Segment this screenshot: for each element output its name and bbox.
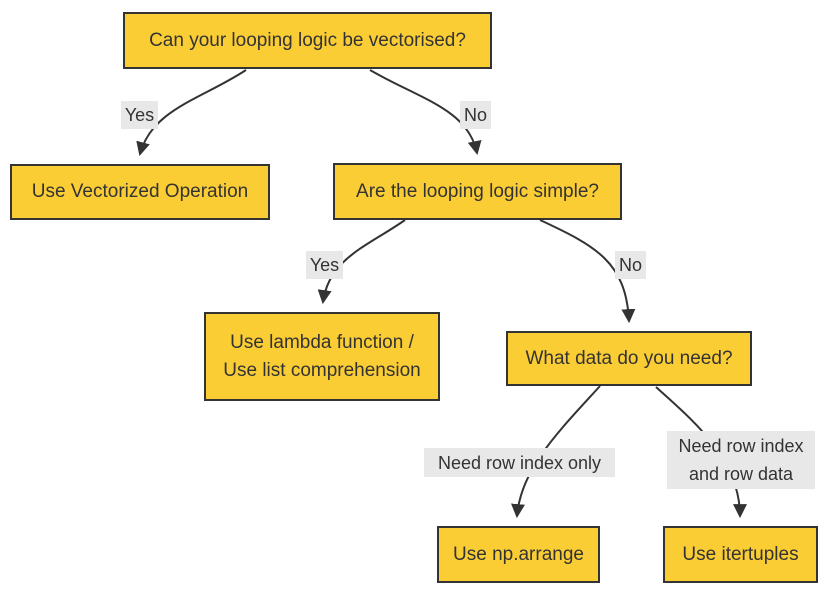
- node-label-line2: Use list comprehension: [223, 359, 421, 381]
- edge-label-text: Yes: [124, 105, 155, 125]
- edge-vectorised-no: [369, 69, 482, 156]
- node-label: Use Vectorized Operation: [31, 181, 249, 202]
- edge-label-text: Yes: [309, 255, 340, 275]
- edge-label-text-line1: Need row index: [678, 436, 804, 456]
- edge-simple-yes: [317, 219, 406, 305]
- edge-label-text: No: [463, 105, 487, 125]
- edge-simple-no: [539, 219, 636, 324]
- node-label: Can your looping logic be vectorised?: [149, 29, 466, 51]
- edge-label-row-index-and-data: Need row index and row data: [667, 431, 815, 489]
- edge-label-vectorised-no: No: [460, 101, 491, 129]
- edge-label-simple-yes: Yes: [306, 251, 343, 279]
- node-label: Use np.arrange: [453, 543, 584, 565]
- node-label: Use itertuples: [682, 543, 799, 565]
- node-question-what-data: What data do you need?: [506, 331, 752, 386]
- node-use-np-arrange: Use np.arrange: [437, 526, 600, 583]
- node-label: Are the looping logic simple?: [356, 180, 599, 202]
- edge-label-row-index-only: Need row index only: [424, 448, 615, 477]
- node-use-lambda-or-list-comprehension: Use lambda function / Use list comprehen…: [204, 312, 440, 401]
- node-label: What data do you need?: [525, 347, 733, 369]
- edge-label-vectorised-yes: Yes: [121, 101, 158, 129]
- edge-label-text: No: [618, 255, 642, 275]
- node-use-itertuples: Use itertuples: [663, 526, 818, 583]
- node-question-vectorised: Can your looping logic be vectorised?: [123, 12, 492, 69]
- edge-label-text: Need row index only: [437, 452, 602, 473]
- node-use-vectorized-operation: Use Vectorized Operation: [10, 164, 270, 220]
- edge-vectorised-yes: [136, 69, 247, 157]
- edge-label-text-line2: and row data: [688, 464, 794, 484]
- node-question-looping-simple: Are the looping logic simple?: [333, 163, 622, 220]
- edge-label-simple-no: No: [615, 251, 646, 279]
- node-label-line1: Use lambda function /: [230, 331, 414, 353]
